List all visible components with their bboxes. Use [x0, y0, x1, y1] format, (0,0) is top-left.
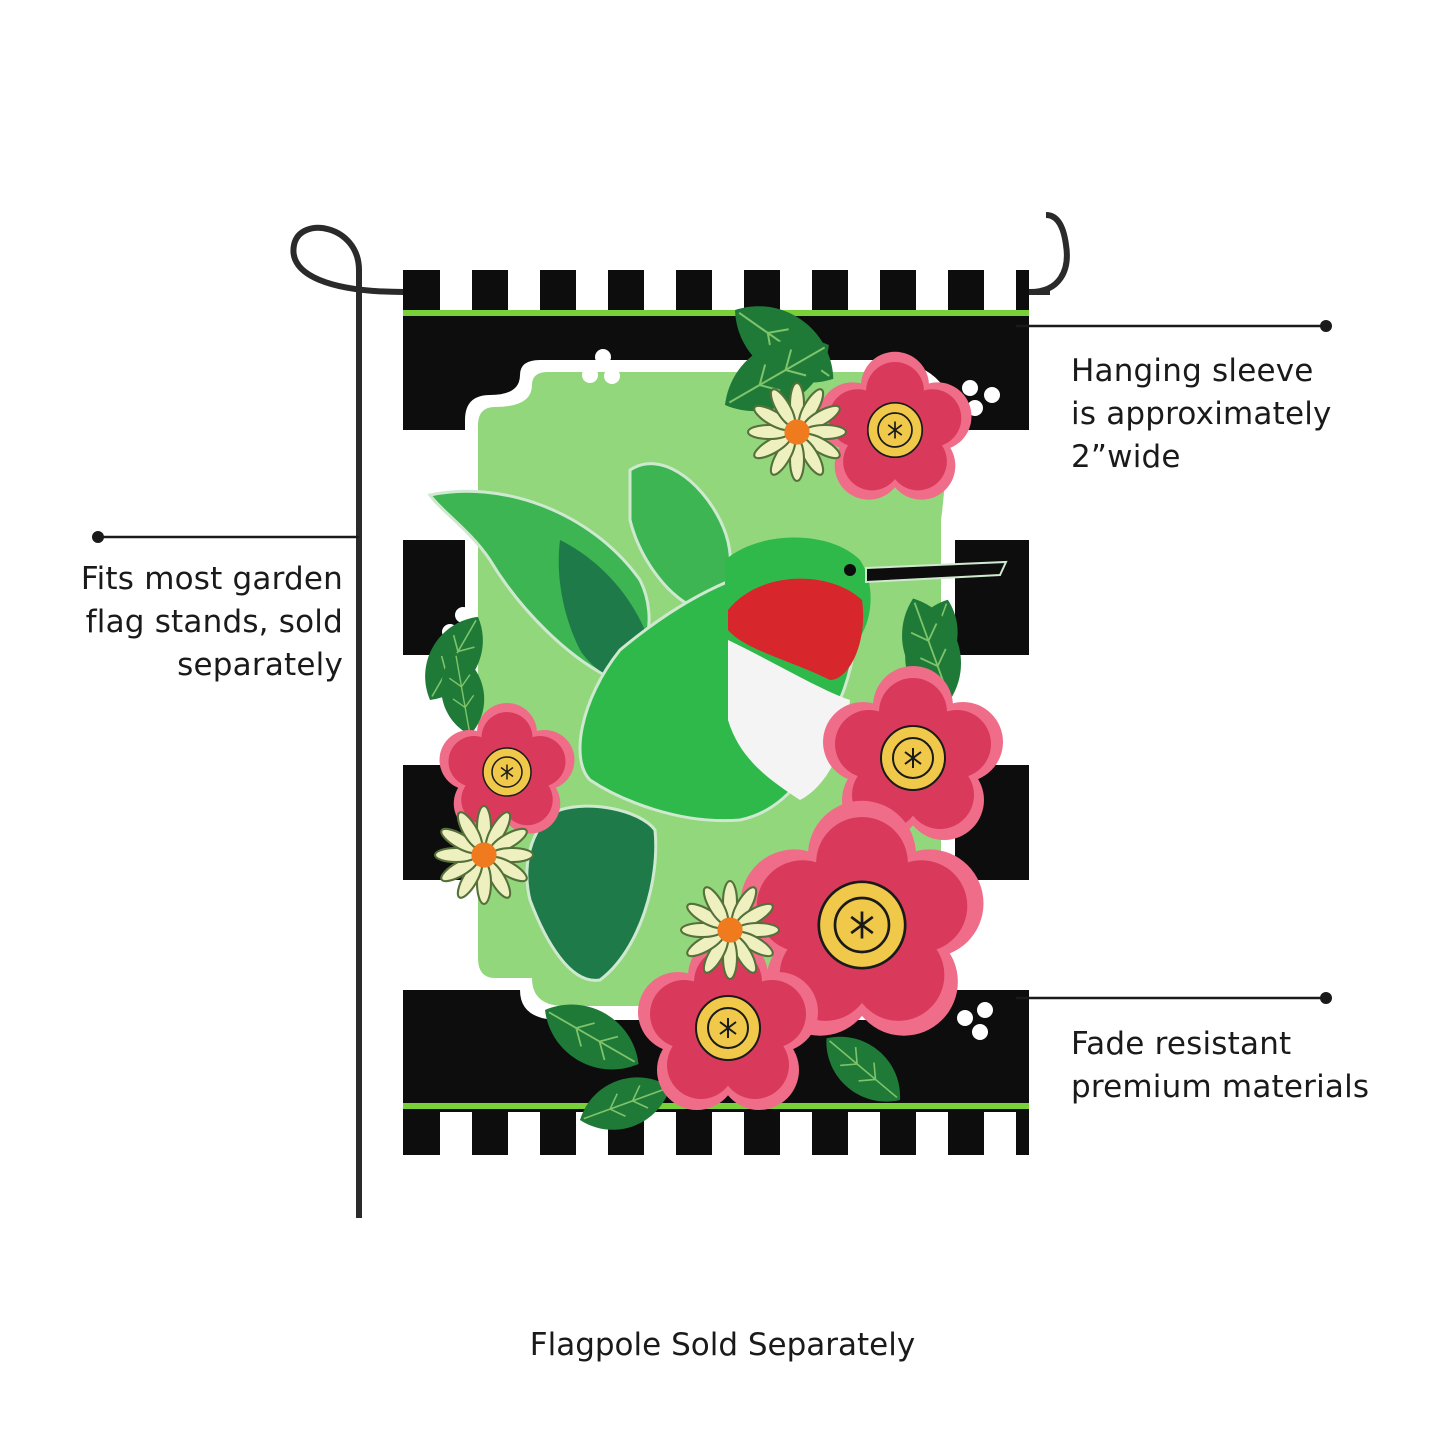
- stands-callout: Fits most garden flag stands, sold separ…: [81, 558, 343, 687]
- stands-callout-line-2: flag stands, sold: [85, 604, 343, 640]
- garden-flag: [403, 270, 1029, 1155]
- callout-lines: [98, 324, 1326, 1000]
- materials-callout-line-2: premium materials: [1071, 1069, 1370, 1105]
- sleeve-callout-line-3: 2”wide: [1071, 439, 1181, 475]
- stands-callout-line-1: Fits most garden: [80, 561, 343, 597]
- sleeve-callout-line-2: is approximately: [1071, 396, 1332, 432]
- materials-callout: Fade resistant premium materials: [1071, 1023, 1369, 1109]
- hummingbird-illustration: [427, 462, 1008, 982]
- sleeve-callout-line-1: Hanging sleeve: [1071, 353, 1314, 389]
- sleeve-callout: Hanging sleeve is approximately 2”wide: [1071, 350, 1332, 479]
- stands-callout-line-3: separately: [177, 647, 343, 683]
- callout-dots: [92, 320, 1332, 1004]
- flagpole-note: Flagpole Sold Separately: [529, 1327, 916, 1363]
- materials-callout-line-1: Fade resistant: [1071, 1026, 1292, 1062]
